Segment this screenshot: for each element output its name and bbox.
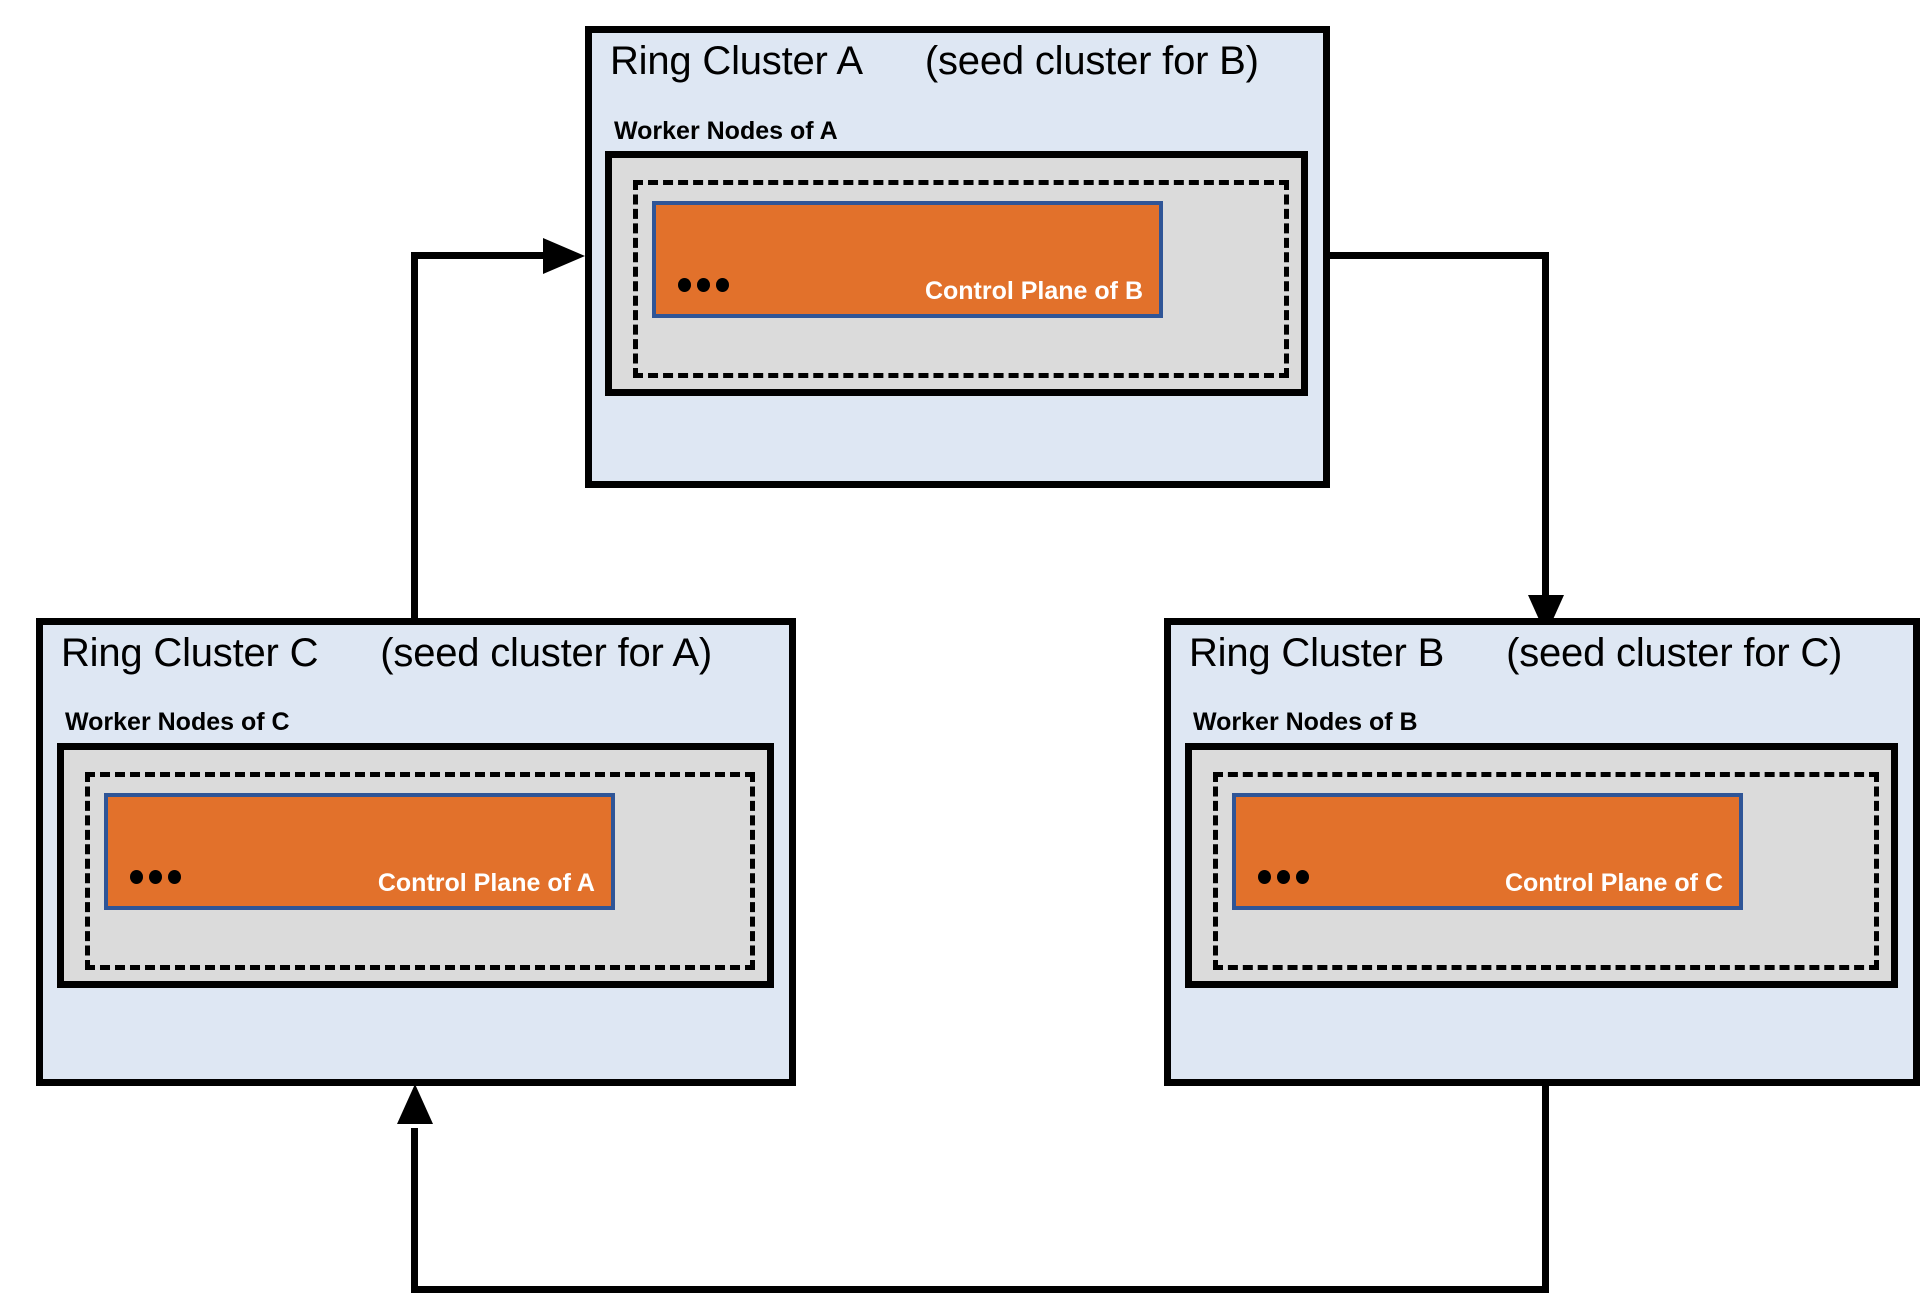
arrowhead-into-cluster-c (397, 1084, 433, 1124)
cluster-a-worker-box[interactable]: Control Plane of B (605, 151, 1308, 396)
connector-b-to-c-vertical-left (411, 1128, 418, 1293)
arrowhead-into-cluster-a (543, 238, 585, 274)
connector-b-to-c-horizontal (411, 1286, 1549, 1293)
cluster-a-control-plane-label: Control Plane of B (924, 277, 1143, 305)
cluster-b-title-text: Ring Cluster B (1189, 631, 1445, 675)
arrowhead-into-cluster-b (1528, 595, 1564, 635)
connector-c-to-a-horizontal (411, 252, 556, 259)
connector-b-to-c-vertical-right (1542, 1085, 1549, 1293)
cluster-b-control-plane-label: Control Plane of C (1504, 869, 1723, 897)
cluster-c-ellipsis-icon (130, 870, 181, 884)
cluster-box-a[interactable]: Ring Cluster A (seed cluster for B) Worke… (585, 26, 1330, 488)
cluster-box-b[interactable]: Ring Cluster B (seed cluster for C) Worke… (1164, 618, 1920, 1086)
cluster-c-control-plane[interactable]: Control Plane of A (104, 793, 615, 910)
connector-a-to-b-horizontal (1327, 252, 1549, 259)
cluster-b-node-boundary: Control Plane of C (1213, 772, 1879, 970)
cluster-box-c[interactable]: Ring Cluster C (seed cluster for A) Worke… (36, 618, 796, 1086)
cluster-c-title: Ring Cluster C (seed cluster for A) (61, 631, 712, 676)
cluster-c-worker-label: Worker Nodes of C (65, 708, 290, 736)
cluster-a-ellipsis-icon (678, 278, 729, 292)
cluster-a-seed-note: (seed cluster for B) (924, 39, 1259, 83)
cluster-a-control-plane[interactable]: Control Plane of B (652, 201, 1163, 318)
cluster-c-control-plane-label: Control Plane of A (377, 869, 595, 897)
cluster-b-title: Ring Cluster B (seed cluster for C) (1189, 631, 1842, 676)
cluster-a-worker-label: Worker Nodes of A (614, 117, 838, 145)
connector-a-to-b-vertical (1542, 252, 1549, 614)
cluster-a-node-boundary: Control Plane of B (633, 180, 1289, 378)
cluster-b-control-plane[interactable]: Control Plane of C (1232, 793, 1743, 910)
cluster-a-title-text: Ring Cluster A (610, 39, 863, 83)
cluster-c-worker-box[interactable]: Control Plane of A (57, 743, 774, 988)
cluster-c-title-text: Ring Cluster C (61, 631, 319, 675)
cluster-c-node-boundary: Control Plane of A (85, 772, 755, 970)
cluster-b-worker-label: Worker Nodes of B (1193, 708, 1418, 736)
connector-c-to-a-vertical (411, 252, 418, 656)
cluster-b-worker-box[interactable]: Control Plane of C (1185, 743, 1898, 988)
cluster-c-seed-note: (seed cluster for A) (380, 631, 712, 675)
cluster-b-seed-note: (seed cluster for C) (1506, 631, 1843, 675)
cluster-a-title: Ring Cluster A (seed cluster for B) (610, 39, 1259, 84)
cluster-b-ellipsis-icon (1258, 870, 1309, 884)
